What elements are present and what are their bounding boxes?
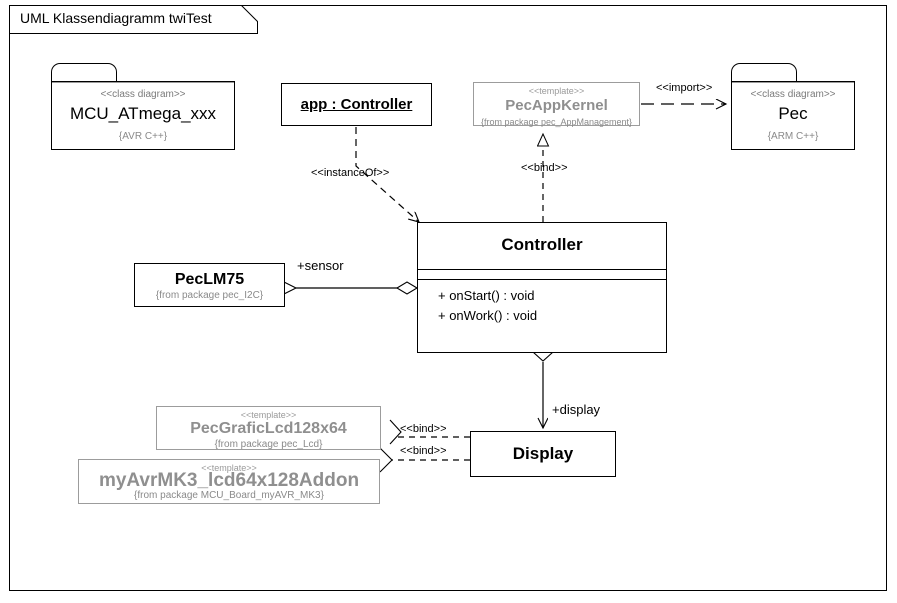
edge-bind-addon (379, 447, 470, 473)
object-app-controller-name: app : Controller (300, 96, 413, 113)
class-display-name: Display (512, 444, 574, 463)
edge-label-import: <<import>> (656, 82, 713, 94)
class-pec-app-kernel[interactable]: <<template>> PecAppKernel {from package … (473, 82, 640, 127)
edge-display (532, 342, 554, 428)
class-display[interactable]: Display (470, 431, 616, 477)
class-pec-grafic-lcd-note: {from package pec_Lcd} (214, 439, 323, 450)
frame-title-label: UML Klassendiagramm twiTest (20, 10, 212, 26)
package-pec-tab (731, 63, 797, 82)
class-pec-lm75[interactable]: PecLM75 {from package pec_I2C} (134, 263, 285, 307)
class-pec-lm75-name: PecLM75 (174, 271, 245, 288)
class-controller[interactable]: Controller + onStart() : void + onWork()… (417, 222, 667, 353)
package-pec[interactable]: <<class diagram>> Pec {ARM C++} (731, 81, 855, 150)
package-mcu-separator (52, 82, 234, 83)
class-controller-operation-1: + onWork() : void (438, 308, 538, 323)
class-pec-grafic-lcd-name: PecGraficLcd128x64 (190, 420, 347, 437)
class-controller-operations: + onStart() : void + onWork() : void (418, 279, 666, 326)
class-pec-grafic-lcd-stereotype: <<template>> (240, 410, 297, 420)
edge-label-display: +display (552, 402, 601, 417)
class-pec-app-kernel-stereotype: <<template>> (528, 86, 585, 96)
package-pec-separator (732, 82, 854, 83)
class-pec-grafic-lcd[interactable]: <<template>> PecGraficLcd128x64 {from pa… (156, 406, 381, 450)
package-mcu-stereotype: <<class diagram>> (100, 89, 186, 100)
frame-title-tab-shape (9, 5, 258, 34)
class-controller-operation-0: + onStart() : void (438, 288, 535, 303)
edge-instance-of (355, 127, 419, 222)
class-pec-app-kernel-note: {from package pec_AppManagement} (480, 117, 633, 127)
package-mcu[interactable]: <<class diagram>> MCU_ATmega_xxx {AVR C+… (51, 81, 235, 150)
class-pec-lm75-note: {from package pec_I2C} (155, 290, 264, 301)
edge-label-instance-of: <<instanceOf>> (311, 167, 390, 179)
edge-label-bind-kernel: <<bind>> (521, 162, 568, 174)
class-controller-attributes-separator (417, 269, 667, 270)
edge-label-bind-addon: <<bind>> (400, 445, 447, 457)
class-my-avr-mk3-addon[interactable]: <<template>> myAvrMK3_lcd64x128Addon {fr… (78, 459, 380, 504)
object-app-controller[interactable]: app : Controller (281, 83, 432, 126)
class-my-avr-mk3-addon-stereotype: <<template>> (201, 463, 257, 473)
diagram-frame (9, 5, 887, 591)
package-pec-note: {ARM C++} (767, 131, 819, 142)
package-pec-name: Pec (778, 104, 808, 123)
edge-label-sensor: +sensor (297, 258, 344, 273)
class-my-avr-mk3-addon-note: {from package MCU_Board_myAVR_MK3} (134, 490, 324, 501)
package-mcu-tab (51, 63, 117, 82)
package-mcu-note: {AVR C++} (118, 131, 168, 142)
edge-bind-lcd (389, 419, 470, 445)
class-my-avr-mk3-addon-name: myAvrMK3_lcd64x128Addon (98, 470, 360, 491)
package-pec-stereotype: <<class diagram>> (750, 89, 836, 100)
class-pec-app-kernel-name: PecAppKernel (505, 97, 608, 114)
package-mcu-name: MCU_ATmega_xxx (69, 104, 217, 123)
edge-sensor (296, 281, 419, 295)
class-controller-name: Controller (501, 235, 583, 254)
edge-label-bind-lcd: <<bind>> (400, 423, 447, 435)
class-controller-operations-separator (417, 279, 667, 280)
